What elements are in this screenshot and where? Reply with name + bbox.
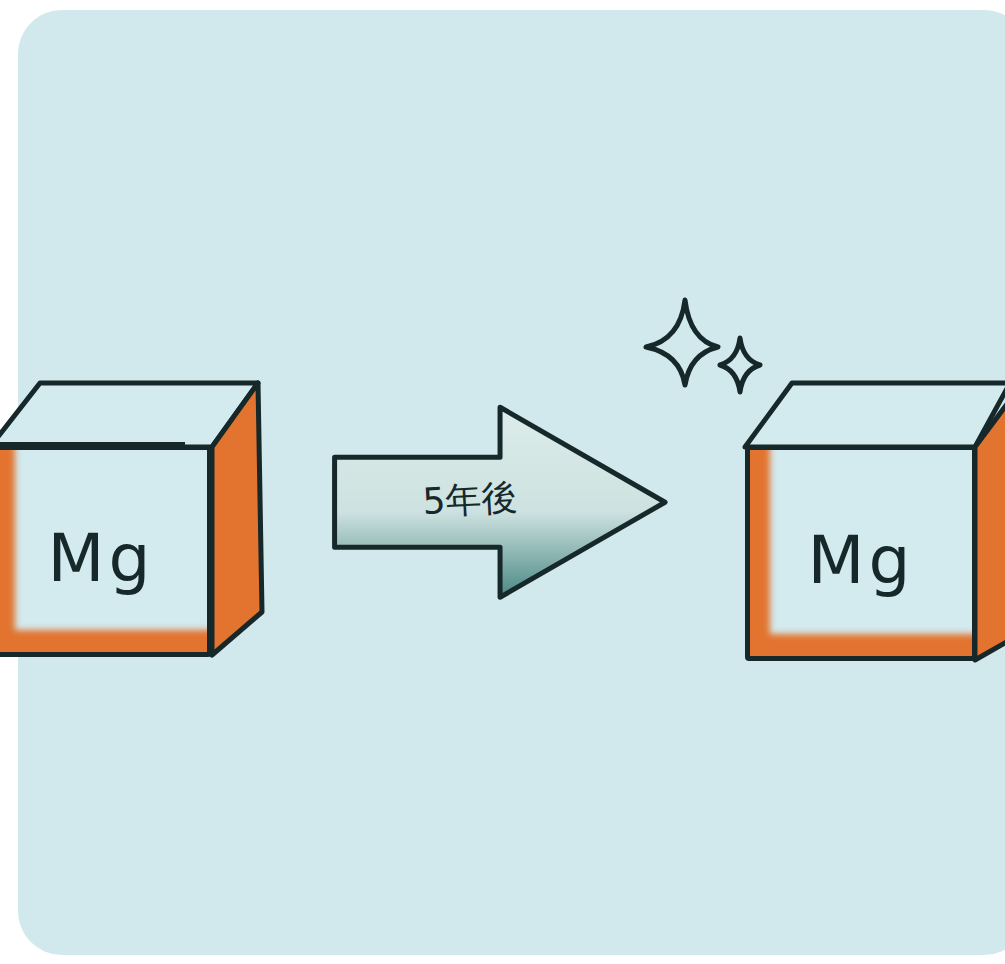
element-symbol: Mg bbox=[808, 522, 915, 599]
element-symbol: Mg bbox=[48, 520, 155, 597]
sparkle bbox=[720, 338, 760, 392]
block-arrow bbox=[335, 407, 665, 597]
cube-side-face bbox=[975, 400, 1005, 660]
sparkle bbox=[646, 300, 718, 385]
cube-front-face: Mg bbox=[745, 445, 977, 661]
cube-side-face bbox=[212, 383, 262, 655]
cube-front-face: Mg bbox=[0, 445, 212, 657]
cube-top-face bbox=[745, 383, 1005, 447]
arrow-label: 5年後 bbox=[421, 473, 518, 527]
